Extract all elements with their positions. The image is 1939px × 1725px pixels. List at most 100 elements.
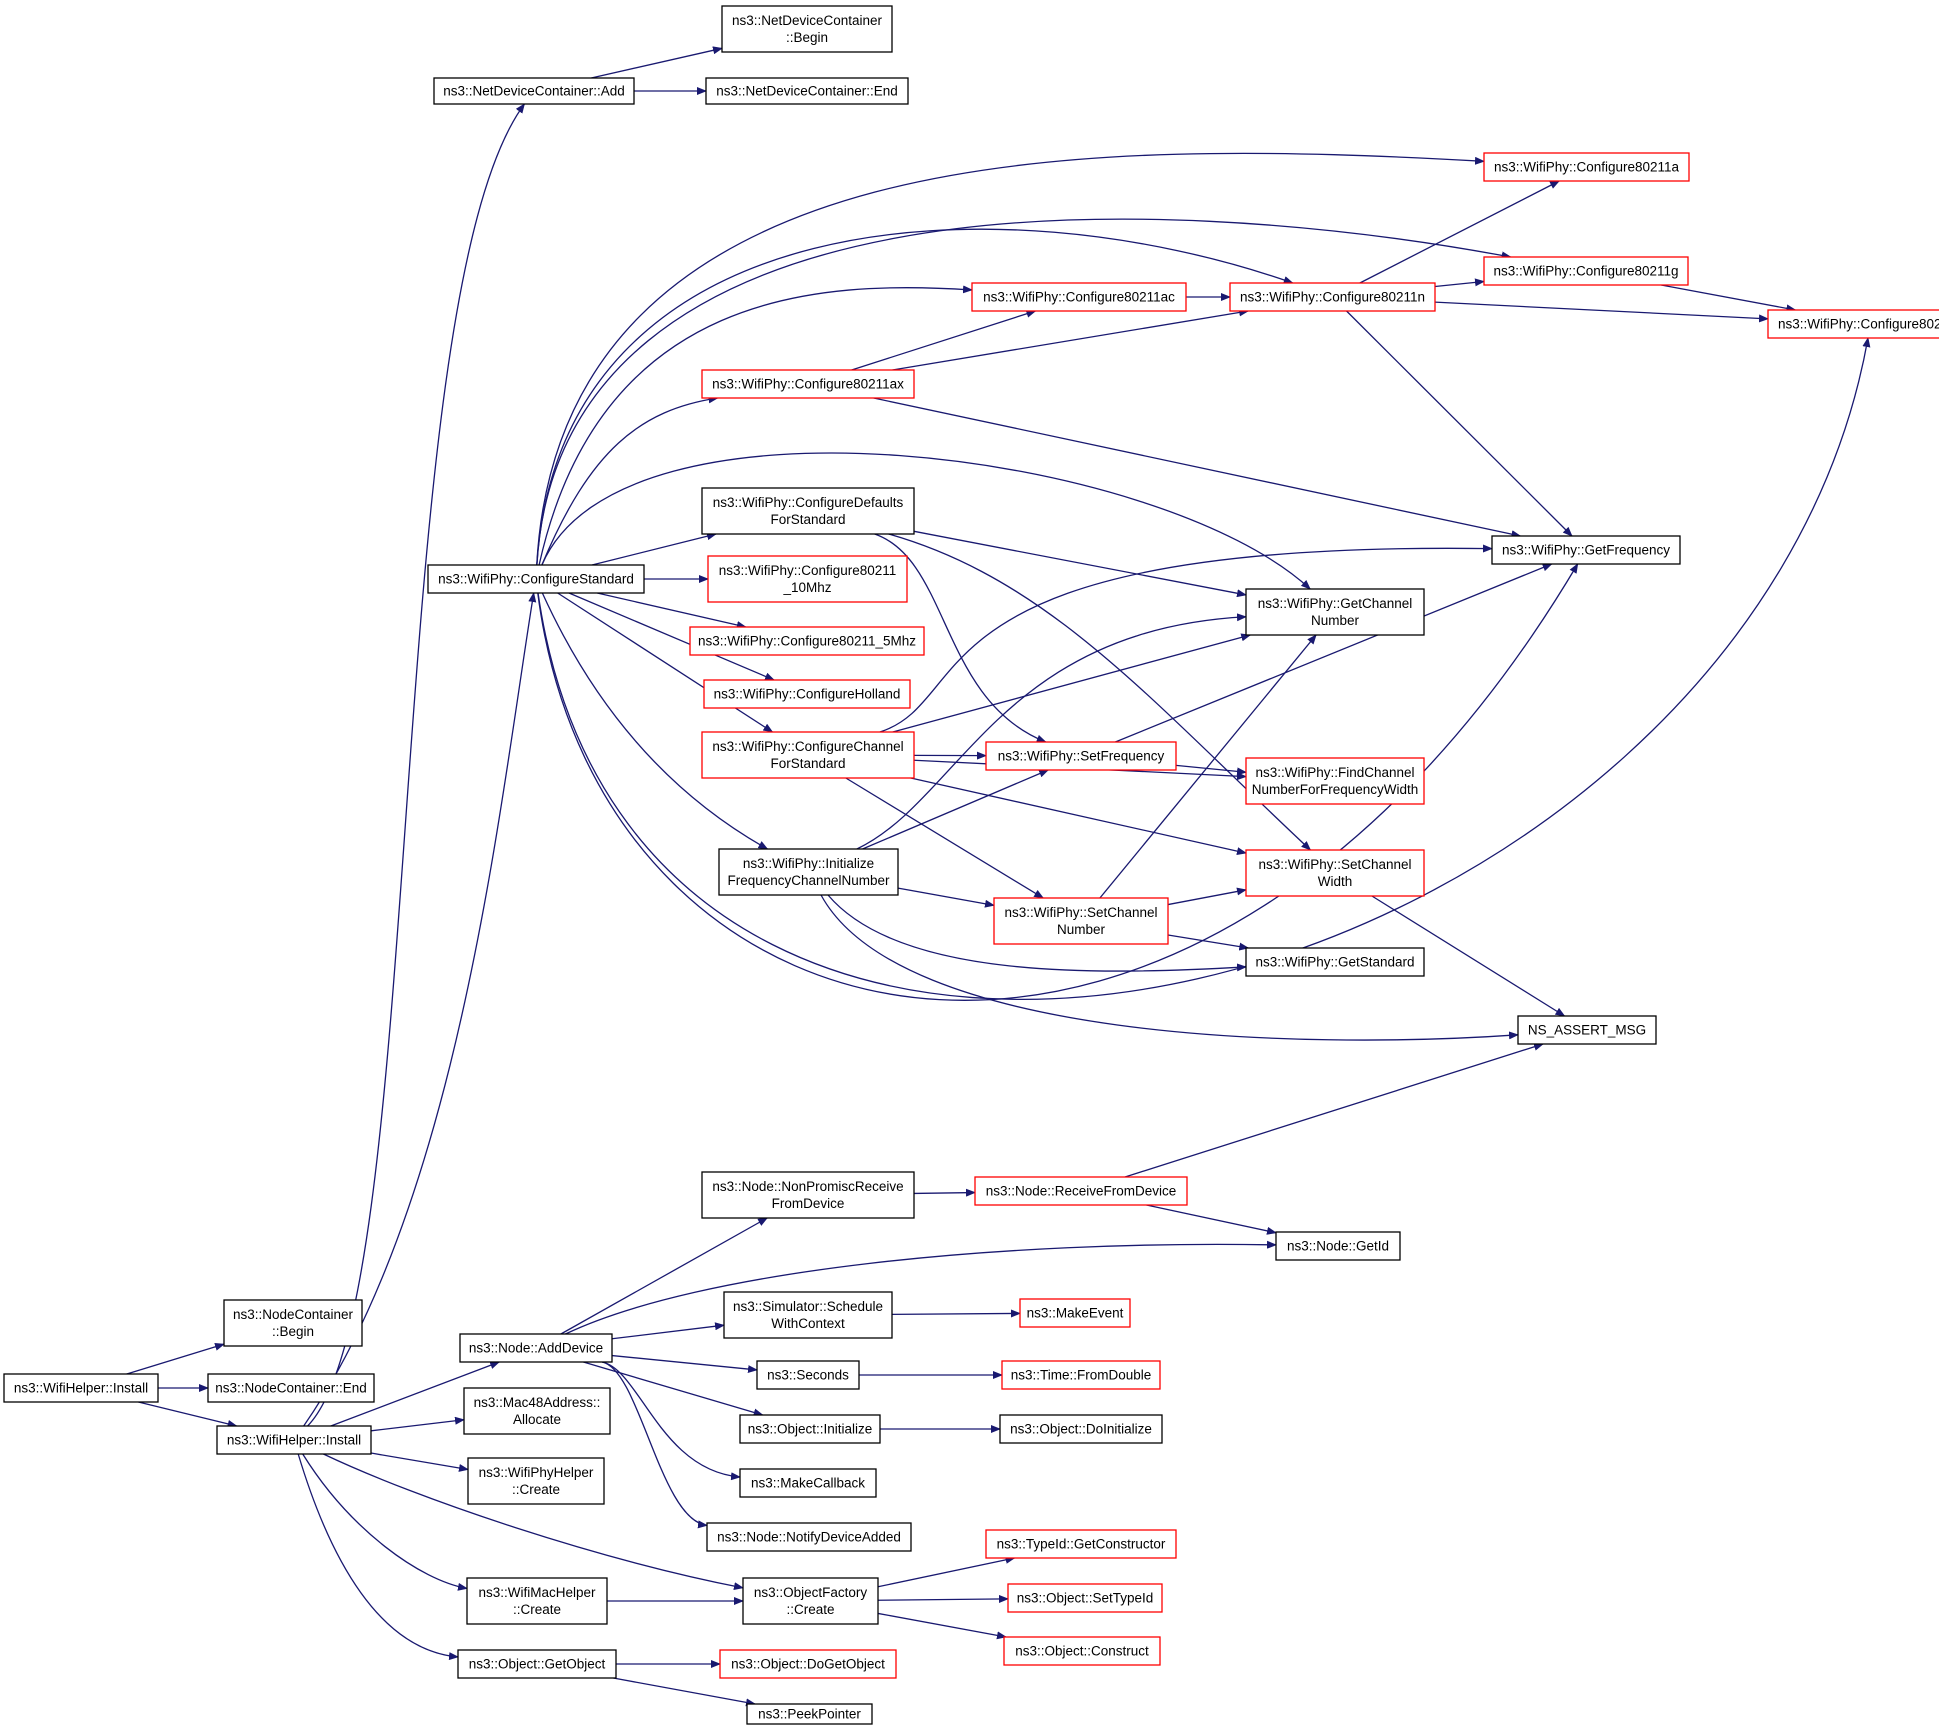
node-node-getid[interactable]: ns3::Node::GetId bbox=[1275, 1231, 1401, 1261]
node-box bbox=[707, 555, 908, 603]
node-c80211b[interactable]: ns3::WifiPhy::Configure80211b bbox=[1767, 309, 1939, 339]
node-cchan-std[interactable]: ns3::WifiPhy::ConfigureChannelForStandar… bbox=[701, 731, 915, 779]
node-node-recv[interactable]: ns3::Node::ReceiveFromDevice bbox=[974, 1176, 1188, 1206]
node-obj-doinit[interactable]: ns3::Object::DoInitialize bbox=[999, 1414, 1163, 1444]
node-label: ns3::Node::GetId bbox=[1287, 1239, 1389, 1254]
node-label: ::Begin bbox=[272, 1324, 314, 1339]
node-obj-getobj[interactable]: ns3::Object::GetObject bbox=[457, 1649, 617, 1679]
edge-cfg_std-to-cfg_defaults bbox=[591, 532, 717, 566]
node-ndc-begin[interactable]: ns3::NetDeviceContainer::Begin bbox=[721, 5, 893, 53]
node-label: ns3::ObjectFactory bbox=[754, 1585, 868, 1600]
node-get-freq[interactable]: ns3::WifiPhy::GetFrequency bbox=[1491, 535, 1681, 565]
node-typeid-getctor[interactable]: ns3::TypeId::GetConstructor bbox=[985, 1529, 1177, 1559]
node-label: ns3::WifiPhy::ConfigureDefaults bbox=[713, 495, 904, 510]
node-objf-create[interactable]: ns3::ObjectFactory::Create bbox=[742, 1577, 879, 1625]
node-cfg-std[interactable]: ns3::WifiPhy::ConfigureStandard bbox=[427, 564, 645, 594]
node-wh-install[interactable]: ns3::WifiHelper::Install bbox=[216, 1425, 372, 1455]
node-ndc-end[interactable]: ns3::NetDeviceContainer::End bbox=[705, 77, 909, 105]
node-label: ns3::WifiPhy::Configure80211g bbox=[1493, 264, 1678, 279]
edge-set_chnum-to-get_std bbox=[1167, 934, 1250, 951]
node-wphy-create[interactable]: ns3::WifiPhyHelper::Create bbox=[467, 1457, 605, 1505]
edge-node_adddev-to-obj_init bbox=[583, 1361, 764, 1417]
node-label: ns3::WifiPhy::ConfigureChannel bbox=[712, 739, 903, 754]
node-label: ns3::Time::FromDouble bbox=[1011, 1368, 1152, 1383]
edge-node_recv-to-node_getid bbox=[1146, 1204, 1277, 1235]
node-label: ns3::NodeContainer bbox=[233, 1307, 354, 1322]
edge-cchan_std-to-set_chnum bbox=[845, 777, 1045, 899]
node-label: ns3::WifiHelper::Install bbox=[227, 1433, 361, 1448]
edge-ndc_add-to-ndc_begin bbox=[591, 46, 723, 79]
node-label: ns3::WifiPhy::Configure80211 bbox=[719, 563, 897, 578]
node-nc-end[interactable]: ns3::NodeContainer::End bbox=[207, 1373, 375, 1403]
node-node-adddev[interactable]: ns3::Node::AddDevice bbox=[459, 1333, 613, 1363]
node-obj-settypeid[interactable]: ns3::Object::SetTypeId bbox=[1007, 1583, 1163, 1613]
edge-node_nonpromisc-to-node_recv bbox=[913, 1188, 976, 1197]
node-root[interactable]: ns3::WifiHelper::Install bbox=[3, 1373, 159, 1403]
node-label: Width bbox=[1318, 874, 1353, 889]
node-obj-construct[interactable]: ns3::Object::Construct bbox=[1003, 1636, 1161, 1666]
node-ndc-add[interactable]: ns3::NetDeviceContainer::Add bbox=[433, 77, 635, 105]
node-label: ns3::WifiPhy::GetFrequency bbox=[1502, 543, 1670, 558]
node-wmac-create[interactable]: ns3::WifiMacHelper::Create bbox=[466, 1577, 608, 1625]
node-box bbox=[463, 1387, 611, 1435]
node-label: FromDevice bbox=[772, 1196, 845, 1211]
node-c80211ax[interactable]: ns3::WifiPhy::Configure80211ax bbox=[701, 369, 915, 399]
node-box bbox=[216, 1425, 372, 1455]
node-find-chnum[interactable]: ns3::WifiPhy::FindChannelNumberForFreque… bbox=[1245, 757, 1425, 805]
node-ns-assert[interactable]: NS_ASSERT_MSG bbox=[1517, 1015, 1657, 1045]
node-label: ns3::TypeId::GetConstructor bbox=[997, 1537, 1166, 1552]
node-obj-dogetobj[interactable]: ns3::Object::DoGetObject bbox=[719, 1649, 897, 1679]
node-box bbox=[756, 1360, 860, 1390]
node-seconds[interactable]: ns3::Seconds bbox=[756, 1360, 860, 1390]
node-box bbox=[1483, 152, 1690, 182]
node-init-fcn[interactable]: ns3::WifiPhy::InitializeFrequencyChannel… bbox=[718, 848, 899, 896]
node-c10mhz[interactable]: ns3::WifiPhy::Configure80211_10Mhz bbox=[707, 555, 908, 603]
node-box bbox=[3, 1373, 159, 1403]
edge-wh_install-to-wphy_create bbox=[370, 1452, 469, 1472]
node-label: ns3::Node::NotifyDeviceAdded bbox=[717, 1530, 901, 1545]
node-c80211n[interactable]: ns3::WifiPhy::Configure80211n bbox=[1229, 282, 1436, 312]
node-box bbox=[689, 626, 925, 656]
node-obj-init[interactable]: ns3::Object::Initialize bbox=[739, 1414, 881, 1444]
node-c80211a[interactable]: ns3::WifiPhy::Configure80211a bbox=[1483, 152, 1690, 182]
edge-c80211ax-to-get_freq bbox=[873, 397, 1522, 539]
node-box bbox=[999, 1414, 1163, 1444]
edge-c80211n-to-c80211g bbox=[1434, 278, 1485, 288]
node-c80211g[interactable]: ns3::WifiPhy::Configure80211g bbox=[1483, 256, 1689, 286]
node-c80211ac[interactable]: ns3::WifiPhy::Configure80211ac bbox=[971, 282, 1187, 312]
node-mac48-alloc[interactable]: ns3::Mac48Address::Allocate bbox=[463, 1387, 611, 1435]
node-label: ns3::Object::SetTypeId bbox=[1017, 1591, 1154, 1606]
edge-cfg_std-to-c80211ac bbox=[538, 285, 973, 566]
node-make-cb[interactable]: ns3::MakeCallback bbox=[739, 1468, 877, 1498]
edge-cfg_std-to-cholland bbox=[568, 592, 775, 681]
node-peek-ptr[interactable]: ns3::PeekPointer bbox=[746, 1703, 873, 1725]
node-label: ns3::WifiPhy::SetFrequency bbox=[998, 749, 1165, 764]
node-c5mhz[interactable]: ns3::WifiPhy::Configure80211_5Mhz bbox=[689, 626, 925, 656]
edge-wh_install-to-mac48_alloc bbox=[370, 1416, 465, 1432]
node-cholland[interactable]: ns3::WifiPhy::ConfigureHolland bbox=[703, 679, 911, 709]
node-nc-begin[interactable]: ns3::NodeContainer::Begin bbox=[223, 1299, 363, 1347]
node-label: ns3::WifiPhy::SetChannel bbox=[1004, 905, 1157, 920]
node-make-event[interactable]: ns3::MakeEvent bbox=[1019, 1298, 1131, 1328]
edge-c80211g-to-c80211b bbox=[1661, 284, 1797, 313]
node-set-freq[interactable]: ns3::WifiPhy::SetFrequency bbox=[985, 741, 1177, 771]
node-label: ns3::WifiPhy::ConfigureStandard bbox=[438, 572, 634, 587]
node-box bbox=[433, 77, 635, 105]
node-cfg-defaults[interactable]: ns3::WifiPhy::ConfigureDefaultsForStanda… bbox=[701, 487, 915, 535]
node-box bbox=[1517, 1015, 1657, 1045]
node-time-fromdouble[interactable]: ns3::Time::FromDouble bbox=[1001, 1360, 1161, 1390]
node-label: ns3::MakeCallback bbox=[751, 1476, 865, 1491]
edge-objf_create-to-obj_settypeid bbox=[877, 1594, 1009, 1603]
node-box bbox=[466, 1577, 608, 1625]
node-get-std[interactable]: ns3::WifiPhy::GetStandard bbox=[1245, 947, 1425, 977]
node-box bbox=[985, 1529, 1177, 1559]
node-label: ns3::Object::GetObject bbox=[469, 1657, 606, 1672]
node-node-notify[interactable]: ns3::Node::NotifyDeviceAdded bbox=[706, 1522, 912, 1552]
edge-wh_install-to-obj_getobj bbox=[297, 1453, 459, 1661]
